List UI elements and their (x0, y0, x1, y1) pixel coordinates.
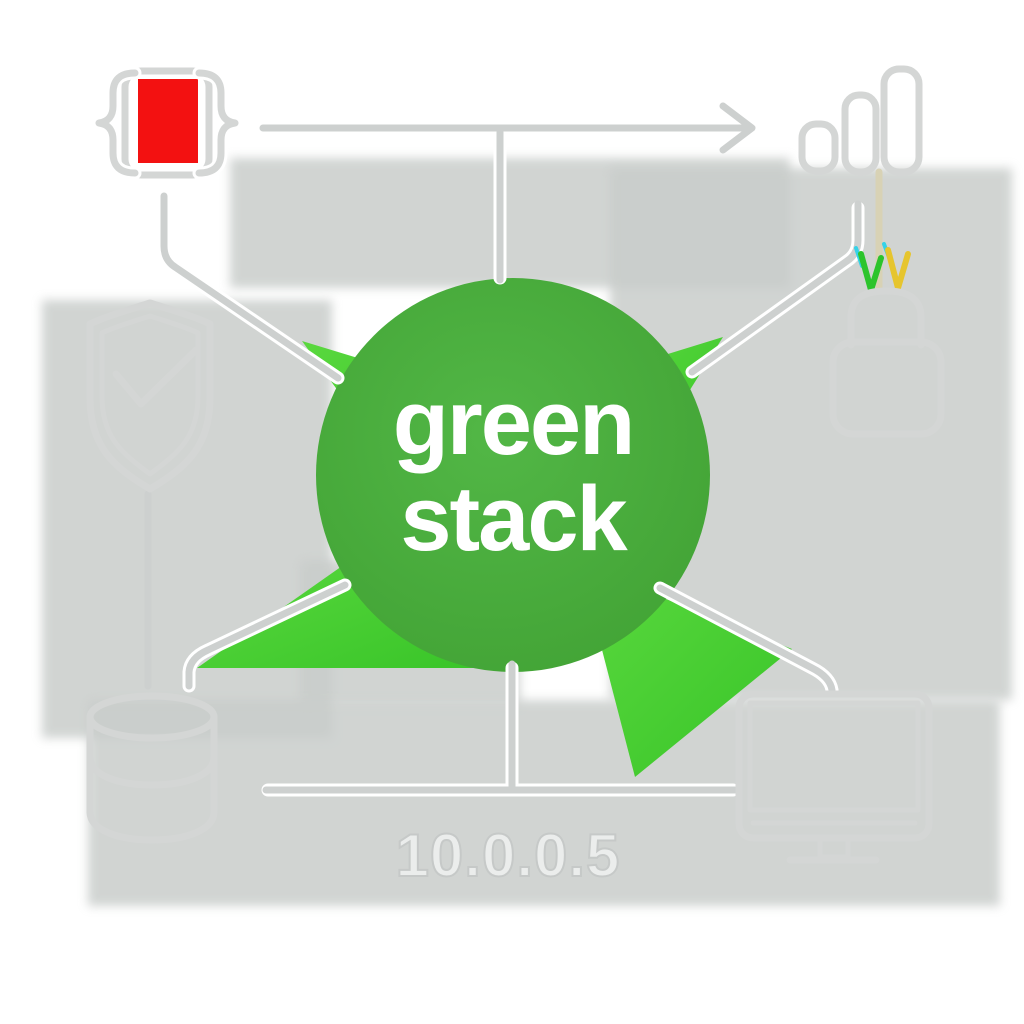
shield-inner-outline (99, 313, 201, 477)
database-icon (86, 692, 218, 844)
flow-arrow-head (719, 102, 756, 154)
device-outline (121, 67, 213, 179)
check-mark (112, 346, 200, 408)
gold-chevron (885, 247, 911, 291)
device-screen (138, 79, 198, 163)
bar-medium (841, 91, 880, 176)
brace-left (95, 69, 139, 177)
chart-to-hub-line (688, 200, 862, 376)
lock-shackle (847, 287, 925, 349)
lock-icon (829, 287, 945, 438)
hub-to-database-line (185, 581, 349, 690)
shield-check-icon (86, 299, 214, 493)
hub-circle (316, 278, 710, 672)
db-bottom-arc (86, 808, 218, 844)
bar-chart-icon (798, 65, 923, 176)
bar-tall (880, 65, 923, 176)
hub-title-line1: green (393, 372, 634, 474)
monitor-screen (747, 700, 921, 813)
monitor-icon (735, 690, 933, 864)
lock-body (829, 338, 945, 438)
device-to-hub-line (160, 192, 342, 382)
haze-bottom-band (88, 700, 1000, 906)
ip-address-label: 10.0.0.5 (396, 822, 621, 889)
hub-title-line2: stack (400, 468, 628, 570)
connectors (144, 102, 883, 797)
code-device-icon (92, 66, 242, 180)
shield-outline (86, 299, 214, 493)
db-middle-band (86, 753, 218, 789)
hub-to-monitor-line (656, 584, 836, 694)
brace-right (195, 69, 239, 177)
bar-small (798, 120, 839, 175)
